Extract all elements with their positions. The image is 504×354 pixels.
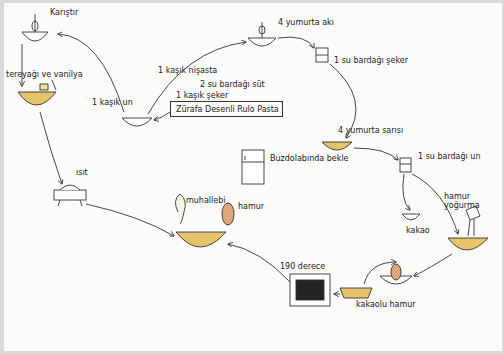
step-label: muhallebi	[186, 196, 226, 205]
step-label: 4 yumurta sarısı	[338, 126, 403, 135]
step-label: 1 kaşık nişasta	[158, 66, 217, 75]
step-label: 1 kaşık un	[92, 98, 133, 107]
step-label: Buzdolabında bekle	[270, 154, 349, 163]
step-label: kakaolu hamur	[356, 300, 416, 309]
step-label: hamur yoğurma	[444, 192, 496, 210]
step-label: tereyağı ve vanilya	[6, 70, 83, 79]
step-label: Karıştır	[50, 8, 78, 17]
step-label: 190 derece	[280, 262, 325, 271]
step-label: 4 yumurta akı	[278, 18, 334, 27]
step-label: 1 su bardağı un	[418, 152, 481, 161]
step-label: hamur	[238, 202, 264, 211]
step-label: 1 kaşık şeker	[176, 91, 228, 100]
step-label: kakao	[406, 226, 430, 235]
step-label: ısıt	[76, 168, 88, 177]
title-text: Zürafa Desenli Rulo Pasta	[176, 105, 277, 114]
step-label: 2 su bardağı süt	[200, 80, 265, 89]
title-box: Zürafa Desenli Rulo Pasta	[170, 101, 283, 117]
step-label: 1 su bardağı şeker	[334, 56, 408, 65]
